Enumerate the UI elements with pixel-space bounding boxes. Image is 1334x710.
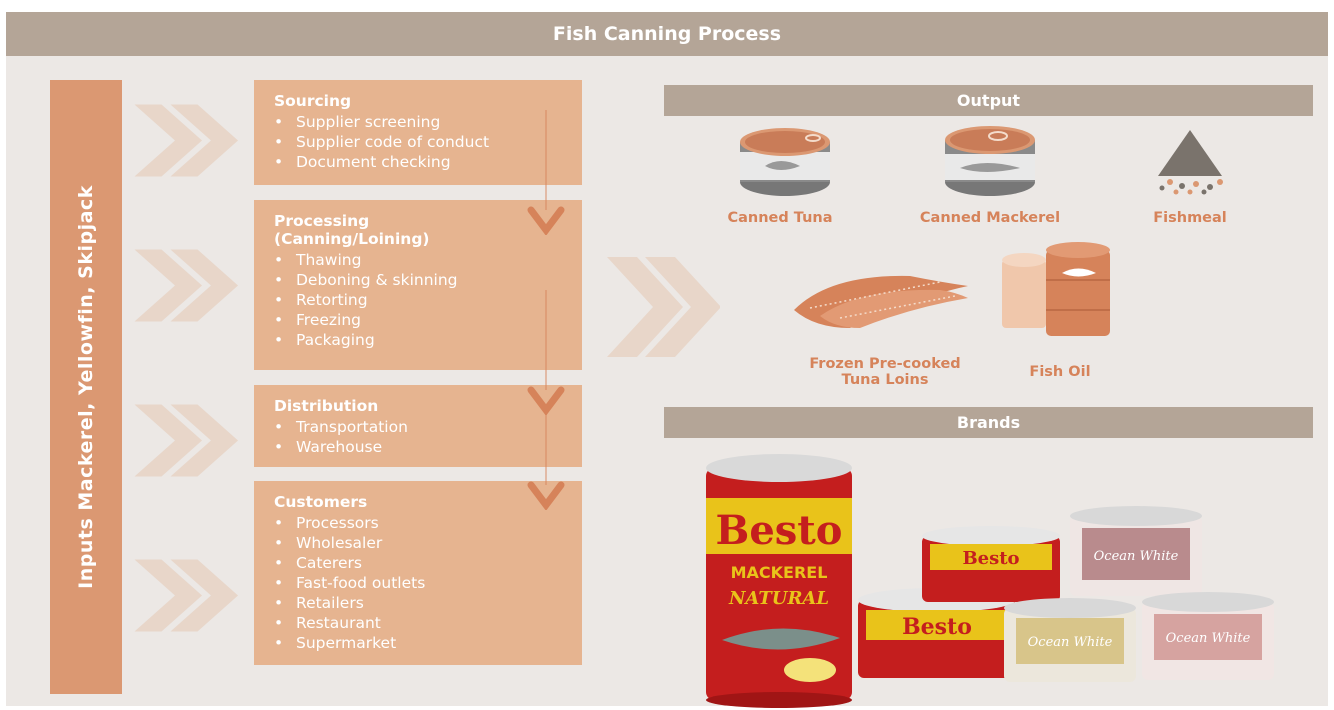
output-header: Output (664, 85, 1313, 116)
chevron-right-icon (134, 249, 238, 322)
fish-oil-icon (1002, 242, 1110, 336)
arrow-down-icon (527, 110, 565, 235)
step-sourcing: Sourcing Supplier screening Supplier cod… (254, 80, 582, 185)
list-item: Retorting (274, 290, 562, 310)
step-title: Processing (Canning/Loining) (274, 212, 430, 248)
output-label-line: Tuna Loins (841, 372, 929, 388)
small-can-brand-back: Besto (962, 548, 1019, 569)
list-item: Processors (274, 513, 562, 533)
list-item: Caterers (274, 553, 562, 573)
list-item: Transportation (274, 417, 562, 437)
step-distribution: Distribution Transportation Warehouse (254, 385, 582, 467)
list-item: Wholesaler (274, 533, 562, 553)
output-label-canned-mackerel: Canned Mackerel (919, 210, 1061, 226)
chevron-right-icon (134, 559, 238, 632)
list-item: Warehouse (274, 437, 562, 457)
list-item: Document checking (274, 152, 562, 172)
output-label-line: Frozen Pre-cooked (809, 356, 961, 372)
white-can-brand: Ocean White (1094, 549, 1179, 564)
output-label-canned-tuna: Canned Tuna (727, 210, 833, 226)
list-item: Fast-food outlets (274, 573, 562, 593)
brands-header: Brands (664, 407, 1313, 438)
list-item: Packaging (274, 330, 562, 350)
inputs-label: Inputs Mackerel, Yellowfin, Skipjack (75, 185, 97, 589)
fishmeal-icon (1158, 130, 1223, 195)
list-item: Deboning & skinning (274, 270, 562, 290)
tall-can-brand: Besto (716, 507, 843, 554)
step-title: Customers (274, 493, 368, 511)
white-can-brand-3: Ocean White (1166, 631, 1251, 646)
canned-tuna-icon (740, 128, 830, 196)
list-item: Freezing (274, 310, 562, 330)
small-can-brand-front: Besto (902, 614, 972, 640)
brand-products-image: Besto MACKEREL NATURAL Besto Besto Ocean… (706, 454, 1274, 708)
chevron-right-icon (134, 104, 238, 177)
list-item: Retailers (274, 593, 562, 613)
chevron-right-icon (607, 257, 720, 357)
list-item: Restaurant (274, 613, 562, 633)
output-label-fish-oil: Fish Oil (1029, 364, 1091, 380)
step-title: Distribution (274, 397, 379, 415)
step-processing: Processing (Canning/Loining) Thawing Deb… (254, 200, 582, 370)
output-label-fishmeal: Fishmeal (1153, 210, 1227, 226)
step-title: Sourcing (274, 92, 352, 110)
list-item: Supermarket (274, 633, 562, 653)
step-customers: Customers Processors Wholesaler Caterers… (254, 481, 582, 665)
list-item: Supplier screening (274, 112, 562, 132)
canned-mackerel-icon (945, 126, 1035, 196)
output-label-frozen-loins: Frozen Pre-cooked Tuna Loins (800, 356, 970, 388)
chevron-right-icon (134, 404, 238, 477)
tuna-loins-icon (794, 275, 968, 328)
tall-can-variant: MACKEREL (731, 563, 828, 582)
page-title: Fish Canning Process (6, 12, 1328, 56)
arrow-down-icon (527, 405, 565, 510)
list-item: Thawing (274, 250, 562, 270)
white-can-brand-2: Ocean White (1028, 635, 1113, 650)
list-item: Supplier code of conduct (274, 132, 562, 152)
inputs-bar: Inputs Mackerel, Yellowfin, Skipjack (50, 80, 122, 694)
tall-can-style: NATURAL (728, 588, 829, 609)
